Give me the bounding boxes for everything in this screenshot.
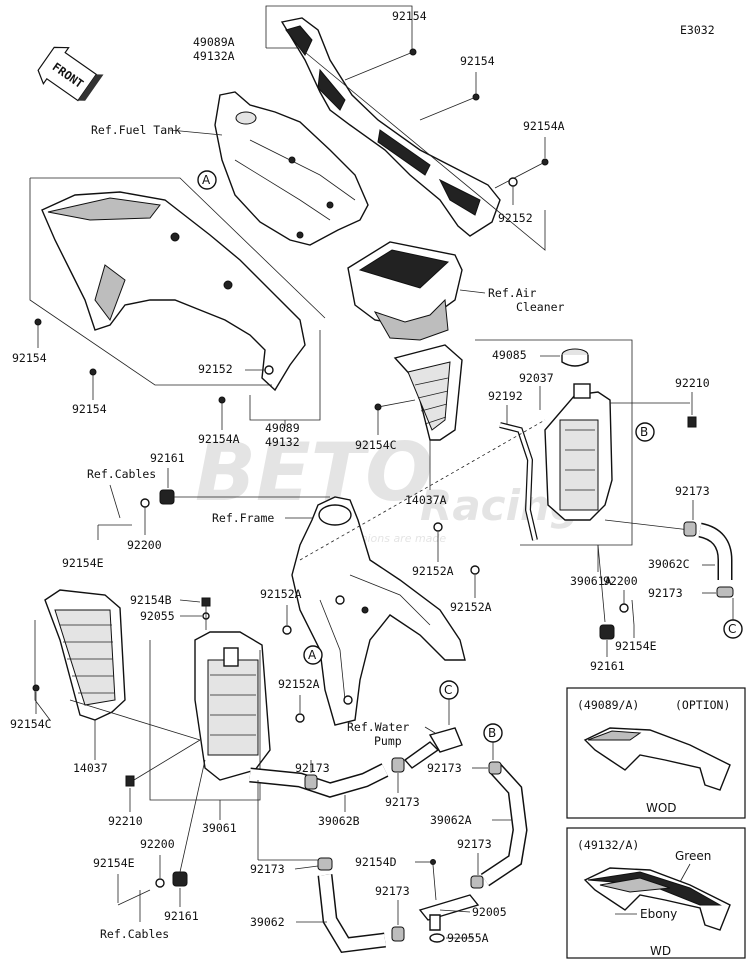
label-49089: 49089: [265, 421, 300, 435]
callout-C-right: C: [728, 622, 736, 636]
label-49132A: 49132A: [193, 49, 235, 63]
label-ref-air: Ref.Air: [488, 286, 537, 300]
label-92173-bottom2: 92173: [457, 837, 492, 851]
label-ref-frame: Ref.Frame: [212, 511, 274, 525]
label-92154-left1: 92154: [12, 351, 47, 365]
radiator-screen-left-part: [44, 589, 126, 721]
diagram-id: E3032: [680, 23, 715, 37]
water-pump-fitting-part: [403, 727, 463, 769]
label-92154E-bottomleft: 92154E: [93, 856, 135, 870]
hose-39062C-part: [698, 522, 733, 580]
label-ref-fuel-tank: Ref.Fuel Tank: [91, 123, 181, 137]
label-92173-bottom1: 92173: [250, 862, 285, 876]
label-92154A-mid: 92154A: [198, 432, 240, 446]
option-box-wd: (49132/A) Green Ebony WD: [566, 827, 746, 959]
option-wod-caption: WOD: [646, 801, 677, 815]
option-wd-color-ebony: Ebony: [640, 907, 677, 921]
callout-A-frame: A: [308, 648, 317, 662]
radiator-cap-part: [561, 348, 589, 367]
radiator-right-part: [544, 383, 613, 521]
label-92055: 92055: [140, 609, 175, 623]
label-92173-right2: 92173: [648, 586, 683, 600]
label-49085: 49085: [492, 348, 527, 362]
air-cleaner-ref-part: [347, 241, 463, 341]
watermark-brand: BETO: [195, 426, 433, 519]
callout-C-pump: C: [444, 683, 452, 697]
label-92152A-3: 92152A: [260, 587, 302, 601]
label-92173-mid2: 92173: [385, 795, 420, 809]
label-14037A: 14037A: [405, 493, 447, 507]
label-92210-right: 92210: [675, 376, 710, 390]
label-92192: 92192: [488, 389, 523, 403]
label-ref-cables-bottom: Ref.Cables: [100, 927, 169, 941]
shroud-left-part: [41, 191, 306, 392]
label-92154C-right: 92154C: [355, 438, 397, 452]
shroud-upper-part: [280, 17, 501, 237]
label-92152-top: 92152: [498, 211, 533, 225]
label-92154D: 92154D: [355, 855, 397, 869]
hose-39062-part: [317, 874, 386, 954]
label-92005: 92005: [472, 905, 507, 919]
label-92154E-top: 92154E: [62, 556, 104, 570]
label-ref-pump: Pump: [374, 734, 402, 748]
label-92173-mid3: 92173: [427, 761, 462, 775]
label-39062B: 39062B: [318, 814, 360, 828]
label-49132: 49132: [265, 435, 300, 449]
label-14037: 14037: [73, 761, 108, 775]
label-92161-top: 92161: [150, 451, 185, 465]
label-ref-cables-top: Ref.Cables: [87, 467, 156, 481]
label-92152A-2: 92152A: [450, 600, 492, 614]
label-92154A-top: 92154A: [523, 119, 565, 133]
label-92154-top2: 92154: [460, 54, 495, 68]
label-92152A-4: 92152A: [278, 677, 320, 691]
label-92055A: 92055A: [447, 931, 489, 945]
option-wd-caption: WD: [650, 944, 671, 958]
label-92173-right1: 92173: [675, 484, 710, 498]
label-92200-bottomleft: 92200: [140, 837, 175, 851]
label-49089A: 49089A: [193, 35, 235, 49]
callout-B-right: B: [640, 425, 648, 439]
label-92173-bottom3: 92173: [375, 884, 410, 898]
fitting-92005-part: [418, 894, 480, 931]
radiator-screen-right-part: [393, 344, 463, 441]
label-92210-left: 92210: [108, 814, 143, 828]
front-arrow-icon: FRONT: [37, 46, 104, 102]
callout-A-top: A: [202, 173, 211, 187]
frame-ref-part: [291, 496, 466, 726]
label-ref-water: Ref.Water: [347, 720, 409, 734]
option-wd-code: (49132/A): [577, 838, 639, 852]
label-ref-cleaner: Cleaner: [516, 300, 565, 314]
label-92154B: 92154B: [130, 593, 172, 607]
label-92200-right: 92200: [603, 574, 638, 588]
label-92154E-right: 92154E: [615, 639, 657, 653]
option-wod-note: (OPTION): [675, 698, 730, 712]
fuel-tank-ref-part: [214, 91, 369, 246]
label-39062: 39062: [250, 915, 285, 929]
label-92152A-1: 92152A: [412, 564, 454, 578]
label-92173-mid1: 92173: [295, 761, 330, 775]
option-wod-code: (49089/A): [577, 698, 639, 712]
label-92154-top1: 92154: [392, 9, 427, 23]
hose-39062B-part: [249, 763, 389, 798]
radiator-left-part: [194, 631, 271, 781]
callout-B-hose: B: [488, 726, 496, 740]
label-92037: 92037: [519, 371, 554, 385]
label-39062C: 39062C: [648, 557, 690, 571]
label-92161-bottomleft: 92161: [164, 909, 199, 923]
label-92154-left2: 92154: [72, 402, 107, 416]
option-wd-color-green: Green: [675, 849, 711, 863]
hose-39062A-part: [480, 762, 528, 887]
label-92154C-left: 92154C: [10, 717, 52, 731]
label-39062A: 39062A: [430, 813, 472, 827]
label-92200-top: 92200: [127, 538, 162, 552]
option-box-wod: (49089/A) (OPTION) WOD: [566, 687, 746, 819]
label-39061: 39061: [202, 821, 237, 835]
label-92161-right: 92161: [590, 659, 625, 673]
label-92152-mid: 92152: [198, 362, 233, 376]
